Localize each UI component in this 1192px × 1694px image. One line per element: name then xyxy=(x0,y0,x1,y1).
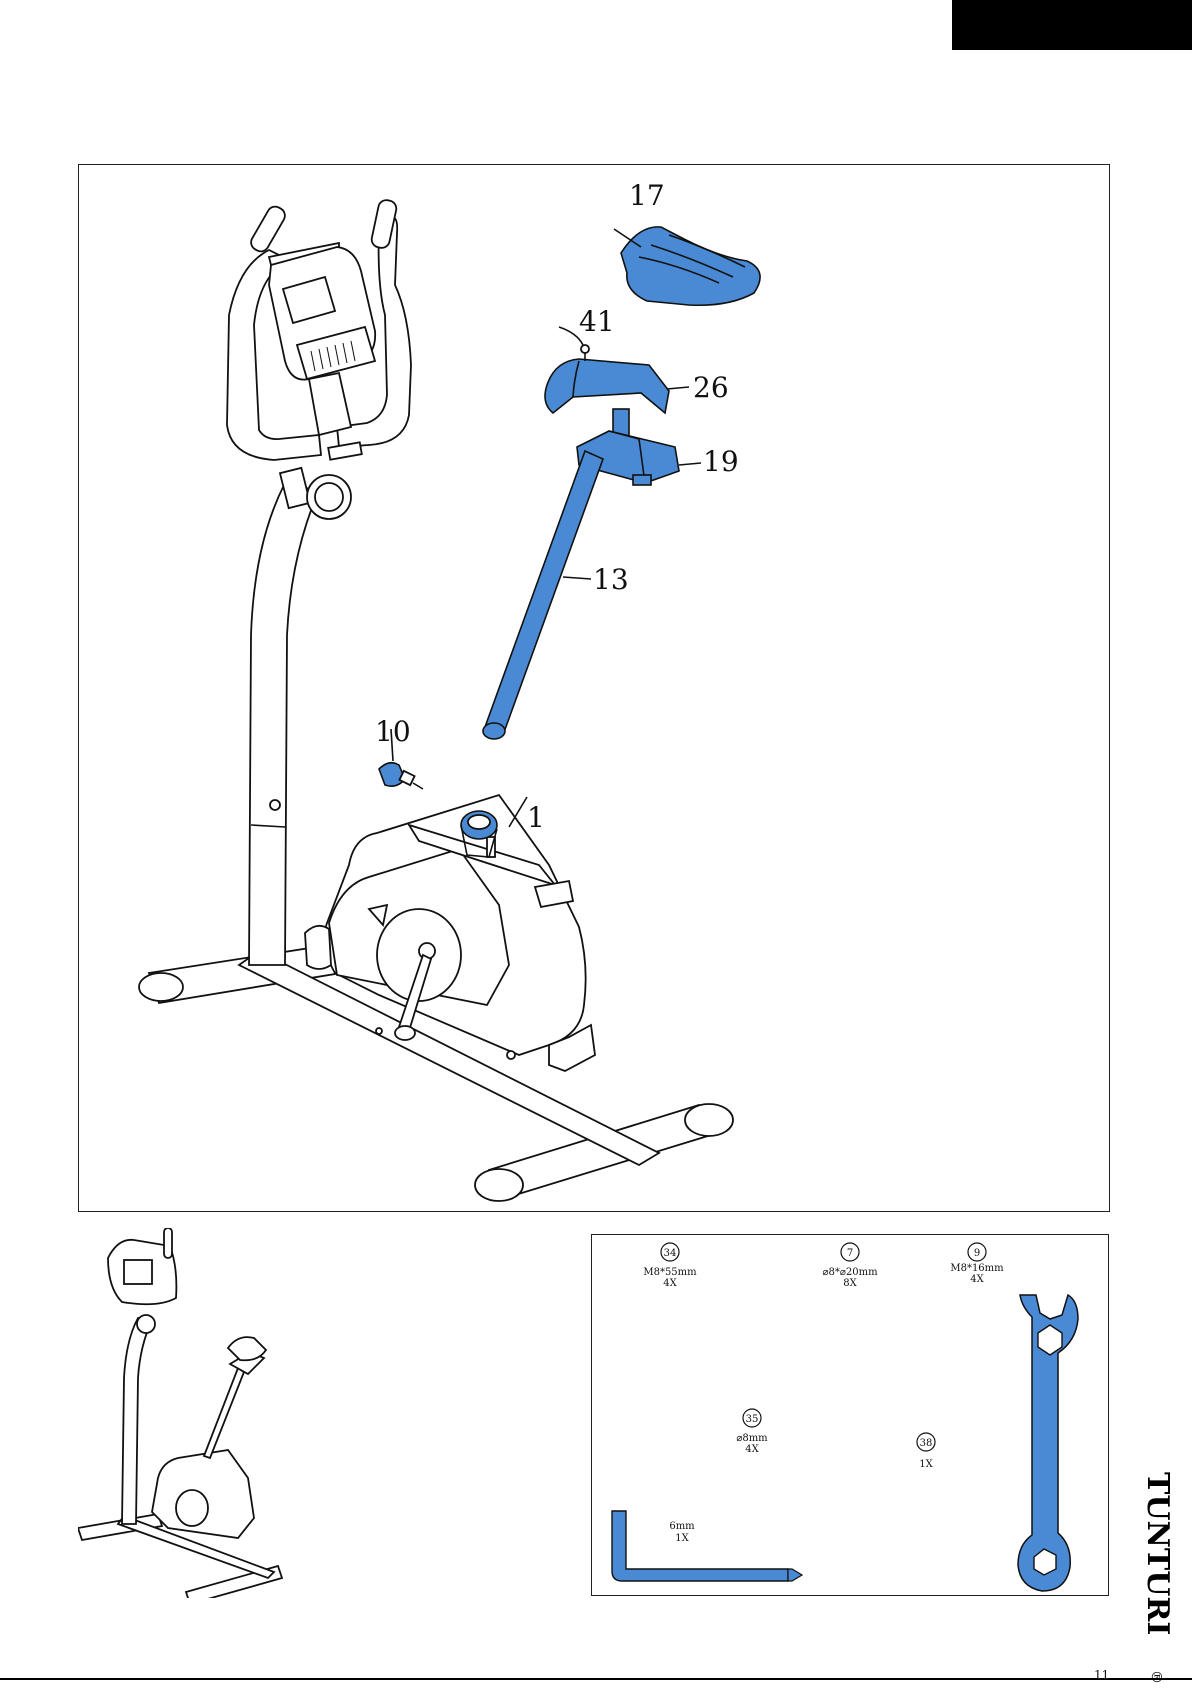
callout-19: 19 xyxy=(703,445,739,478)
callout-13: 13 xyxy=(593,563,629,596)
hardware-item-9: 9 M8*16mm 4X xyxy=(950,1243,1004,1285)
svg-text:4X: 4X xyxy=(970,1274,984,1285)
assembly-diagram: 17 41 26 19 13 10 1 xyxy=(79,165,1111,1213)
svg-text:⌀8mm: ⌀8mm xyxy=(736,1433,768,1444)
corner-tab xyxy=(952,0,1192,50)
svg-text:1X: 1X xyxy=(919,1459,933,1470)
svg-text:8X: 8X xyxy=(843,1278,857,1289)
tunturi-logo: TUNTURI ® xyxy=(1138,1470,1178,1690)
svg-text:M8*16mm: M8*16mm xyxy=(950,1263,1004,1274)
page-number: 11 xyxy=(1094,1668,1109,1682)
hardware-item-35: 35 ⌀8mm 4X xyxy=(736,1409,768,1455)
svg-text:34: 34 xyxy=(664,1248,677,1259)
callout-41: 41 xyxy=(579,305,615,338)
hardware-item-38: 38 1X xyxy=(917,1433,935,1470)
svg-text:4X: 4X xyxy=(663,1278,677,1289)
seat-post-part-13 xyxy=(483,451,603,739)
svg-text:38: 38 xyxy=(920,1438,933,1449)
svg-text:1X: 1X xyxy=(675,1533,689,1544)
svg-text:⌀8*⌀20mm: ⌀8*⌀20mm xyxy=(822,1267,878,1278)
exercise-bike-illustration xyxy=(139,199,733,1201)
svg-text:M8*55mm: M8*55mm xyxy=(643,1267,697,1278)
svg-text:9: 9 xyxy=(974,1248,980,1259)
saddle-part-17 xyxy=(614,227,760,305)
svg-text:6mm: 6mm xyxy=(669,1521,695,1532)
assembled-bike-thumbnail xyxy=(78,1228,308,1598)
svg-text:®: ® xyxy=(1148,1670,1164,1684)
allen-key-tool: 6mm 1X xyxy=(612,1511,802,1581)
svg-text:35: 35 xyxy=(746,1414,759,1425)
callout-10: 10 xyxy=(375,715,411,748)
hardware-tools-panel: 34 M8*55mm 4X 7 ⌀8*⌀20mm 8X 9 M8*16mm 4X… xyxy=(591,1234,1109,1596)
callout-17: 17 xyxy=(629,179,665,212)
wrench-tool xyxy=(1018,1295,1078,1591)
svg-text:7: 7 xyxy=(847,1248,853,1259)
seat-cover-part-26 xyxy=(545,359,689,413)
callout-26: 26 xyxy=(693,371,729,404)
assembly-diagram-frame: 17 41 26 19 13 10 1 xyxy=(78,164,1110,1212)
svg-text:4X: 4X xyxy=(745,1444,759,1455)
callout-1: 1 xyxy=(527,801,545,834)
hardware-item-34: 34 M8*55mm 4X xyxy=(643,1243,697,1289)
svg-text:TUNTURI: TUNTURI xyxy=(1140,1472,1175,1635)
hardware-item-7: 7 ⌀8*⌀20mm 8X xyxy=(822,1243,878,1289)
footer-rule xyxy=(0,1678,1192,1680)
